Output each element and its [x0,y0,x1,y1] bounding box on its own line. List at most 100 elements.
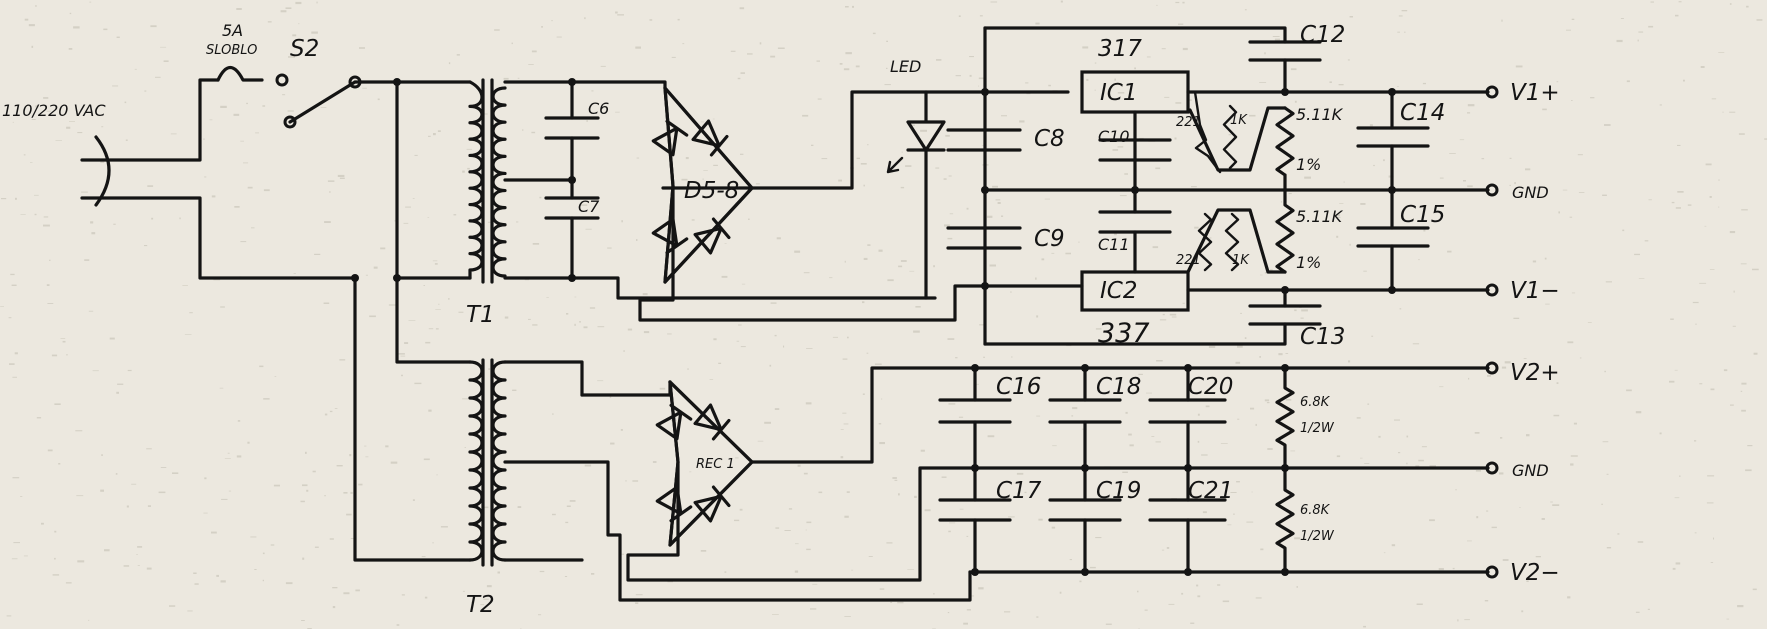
paper-speck [1604,370,1606,373]
paper-speck [54,557,56,560]
paper-speck [263,189,270,192]
paper-speck [1622,229,1625,232]
paper-speck [1008,516,1015,518]
paper-speck [332,606,336,609]
paper-speck [432,542,434,544]
paper-speck [172,472,179,474]
paper-speck [1499,472,1504,475]
paper-speck [1694,440,1697,442]
paper-speck [282,94,286,96]
paper-speck [949,522,956,524]
paper-speck [1567,341,1574,344]
paper-speck [517,506,522,508]
paper-speck [1294,100,1297,103]
paper-speck [1637,39,1639,42]
junction-dot [1388,286,1396,294]
paper-speck [1051,526,1056,529]
paper-speck [1315,108,1321,110]
paper-speck [254,569,257,570]
paper-speck [77,560,85,563]
paper-speck [292,34,297,37]
terminal-v2-minus[interactable] [1485,565,1499,579]
paper-speck [1269,269,1273,271]
paper-speck [398,353,405,355]
paper-speck [497,571,500,574]
paper-speck [224,458,231,459]
junction-dot [971,364,979,372]
paper-speck [867,244,871,246]
paper-speck [298,23,300,25]
paper-speck [966,535,969,537]
paper-speck [390,461,398,464]
paper-speck [636,239,638,241]
junction-dot [1281,568,1289,576]
paper-speck [421,556,426,558]
paper-speck [1112,149,1119,151]
paper-speck [769,364,772,367]
paper-speck [734,519,740,522]
terminal-v2-plus[interactable] [1485,361,1499,375]
paper-speck [285,7,292,9]
paper-speck [1237,345,1243,348]
paper-speck [52,574,60,576]
paper-speck [943,178,947,180]
paper-speck [482,506,489,509]
paper-speck [1335,216,1341,218]
paper-speck [1383,159,1385,162]
paper-speck [838,179,842,182]
paper-speck [1348,360,1351,363]
paper-speck [412,499,415,501]
paper-speck [976,383,979,385]
paper-speck [597,326,605,328]
paper-speck [1740,390,1743,392]
bridge2-top-wire [580,380,672,397]
paper-speck [730,50,736,52]
paper-speck [1251,491,1253,493]
paper-speck [1217,584,1221,586]
paper-speck [713,338,717,341]
paper-speck [125,139,128,141]
paper-speck [511,42,513,45]
paper-speck [852,5,854,8]
paper-speck [881,398,883,400]
paper-speck [1240,312,1242,314]
paper-speck [35,5,37,7]
bottom-divider-wire [1186,208,1287,274]
terminal-v1-minus[interactable] [1485,283,1499,297]
label-c15: C15 [1400,202,1445,228]
paper-speck [219,387,224,389]
paper-speck [1741,382,1747,385]
paper-speck [163,60,169,62]
paper-speck [179,217,181,220]
junction-dot [1281,88,1289,96]
junction-dot [971,568,979,576]
paper-speck [471,601,473,603]
terminal-gnd-1[interactable] [1485,183,1499,197]
paper-speck [1678,1,1682,3]
paper-speck [1683,79,1685,82]
paper-speck [1487,374,1491,377]
paper-speck [1274,38,1280,41]
paper-speck [1035,22,1040,25]
paper-speck [669,509,671,511]
paper-speck [915,306,921,308]
paper-speck [75,430,83,432]
terminal-gnd-2[interactable] [1485,461,1499,475]
paper-speck [155,76,161,78]
label-c6: C6 [588,99,609,118]
paper-speck [1635,611,1640,613]
paper-speck [262,552,265,555]
paper-speck [58,463,61,465]
paper-speck [211,195,216,198]
paper-speck [1125,411,1128,414]
paper-speck [355,589,360,592]
paper-speck [359,47,365,49]
paper-speck [1468,377,1470,380]
paper-speck [551,20,553,22]
paper-speck [1438,568,1444,571]
paper-speck [434,263,438,265]
paper-speck [1513,317,1520,319]
paper-speck [1423,229,1426,232]
paper-speck [295,1,302,5]
terminal-v1-plus[interactable] [1485,85,1499,99]
